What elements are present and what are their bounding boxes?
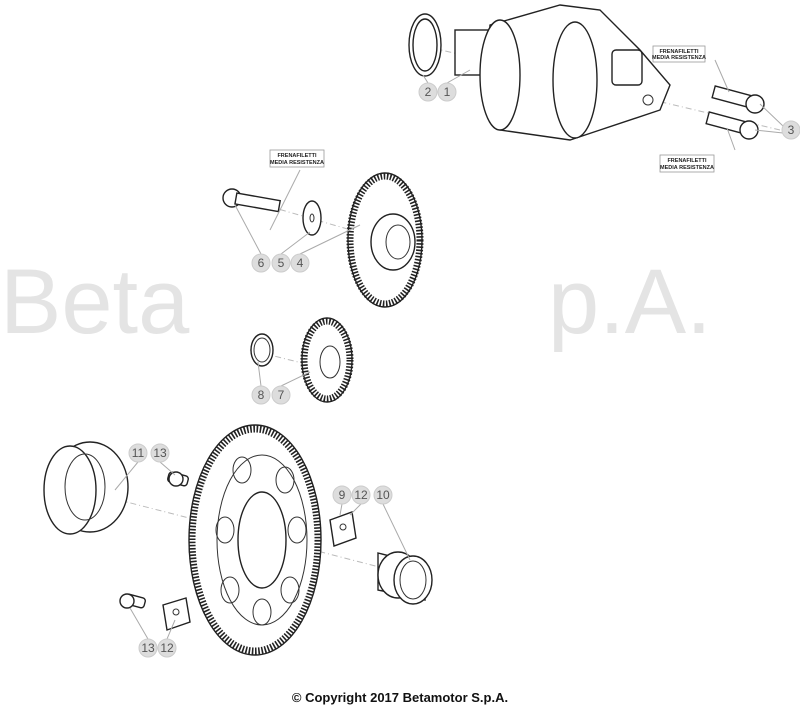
svg-text:4: 4 [297, 256, 304, 270]
callout-12-upper[interactable]: 12 [351, 485, 371, 505]
svg-text:FRENAFILETTI: FRENAFILETTI [277, 153, 317, 159]
callout-10[interactable]: 10 [373, 485, 393, 505]
part-10-bushing[interactable] [377, 551, 433, 605]
svg-text:7: 7 [278, 388, 285, 402]
watermark-right: p.A. [548, 251, 712, 353]
part-11-seal[interactable] [43, 441, 129, 535]
part-12-plate-upper[interactable] [329, 511, 357, 547]
svg-text:13: 13 [153, 446, 167, 460]
callout-3[interactable]: 3 [781, 120, 800, 140]
svg-text:9: 9 [339, 488, 346, 502]
part-7-gear[interactable] [300, 317, 354, 403]
part-3-bolts[interactable] [705, 85, 765, 140]
callout-13-upper[interactable]: 13 [150, 443, 170, 463]
part-large-starter-gear[interactable] [188, 424, 322, 656]
callout-1[interactable]: 1 [437, 82, 457, 102]
svg-text:MEDIA RESISTENZA: MEDIA RESISTENZA [270, 160, 324, 166]
callout-8[interactable]: 8 [251, 385, 271, 405]
svg-text:FRENAFILETTI: FRENAFILETTI [667, 158, 707, 164]
callout-2[interactable]: 2 [418, 82, 438, 102]
callout-11[interactable]: 11 [128, 443, 148, 463]
callout-9[interactable]: 9 [332, 485, 352, 505]
threadlocker-note-top: FRENAFILETTI MEDIA RESISTENZA [652, 45, 706, 63]
part-2-oring[interactable] [408, 13, 442, 77]
part-1-starter-motor[interactable] [454, 4, 671, 141]
part-13-screw-lower[interactable] [119, 593, 146, 609]
svg-text:11: 11 [132, 446, 145, 460]
part-6-bolt[interactable] [222, 188, 282, 213]
part-12-plate-lower[interactable] [162, 597, 191, 631]
callout-12-lower[interactable]: 12 [157, 638, 177, 658]
callout-7[interactable]: 7 [271, 385, 291, 405]
callout-5[interactable]: 5 [271, 253, 291, 273]
callout-4[interactable]: 4 [290, 253, 310, 273]
svg-text:13: 13 [141, 641, 155, 655]
part-5-washer[interactable] [302, 200, 322, 236]
svg-text:12: 12 [354, 488, 368, 502]
copyright-text: © Copyright 2017 Betamotor S.p.A. [291, 690, 509, 705]
svg-text:5: 5 [278, 256, 285, 270]
callout-6[interactable]: 6 [251, 253, 271, 273]
watermark-left: Beta [0, 251, 190, 353]
svg-text:MEDIA RESISTENZA: MEDIA RESISTENZA [660, 165, 714, 171]
svg-text:6: 6 [258, 256, 265, 270]
threadlocker-note-middle: FRENAFILETTI MEDIA RESISTENZA [269, 149, 325, 168]
svg-text:1: 1 [444, 85, 451, 99]
svg-text:MEDIA RESISTENZA: MEDIA RESISTENZA [652, 55, 706, 61]
svg-text:3: 3 [788, 123, 795, 137]
part-13-screw-upper[interactable] [167, 471, 189, 487]
svg-text:10: 10 [376, 488, 390, 502]
part-4-gear[interactable] [346, 172, 424, 308]
leader-lines [114, 59, 784, 640]
svg-text:2: 2 [425, 85, 432, 99]
svg-text:8: 8 [258, 388, 265, 402]
callout-13-lower[interactable]: 13 [138, 638, 158, 658]
part-8-circlip[interactable] [250, 333, 274, 367]
svg-text:FRENAFILETTI: FRENAFILETTI [659, 49, 699, 55]
svg-text:12: 12 [160, 641, 174, 655]
threadlocker-note-bottom: FRENAFILETTI MEDIA RESISTENZA [659, 154, 715, 173]
